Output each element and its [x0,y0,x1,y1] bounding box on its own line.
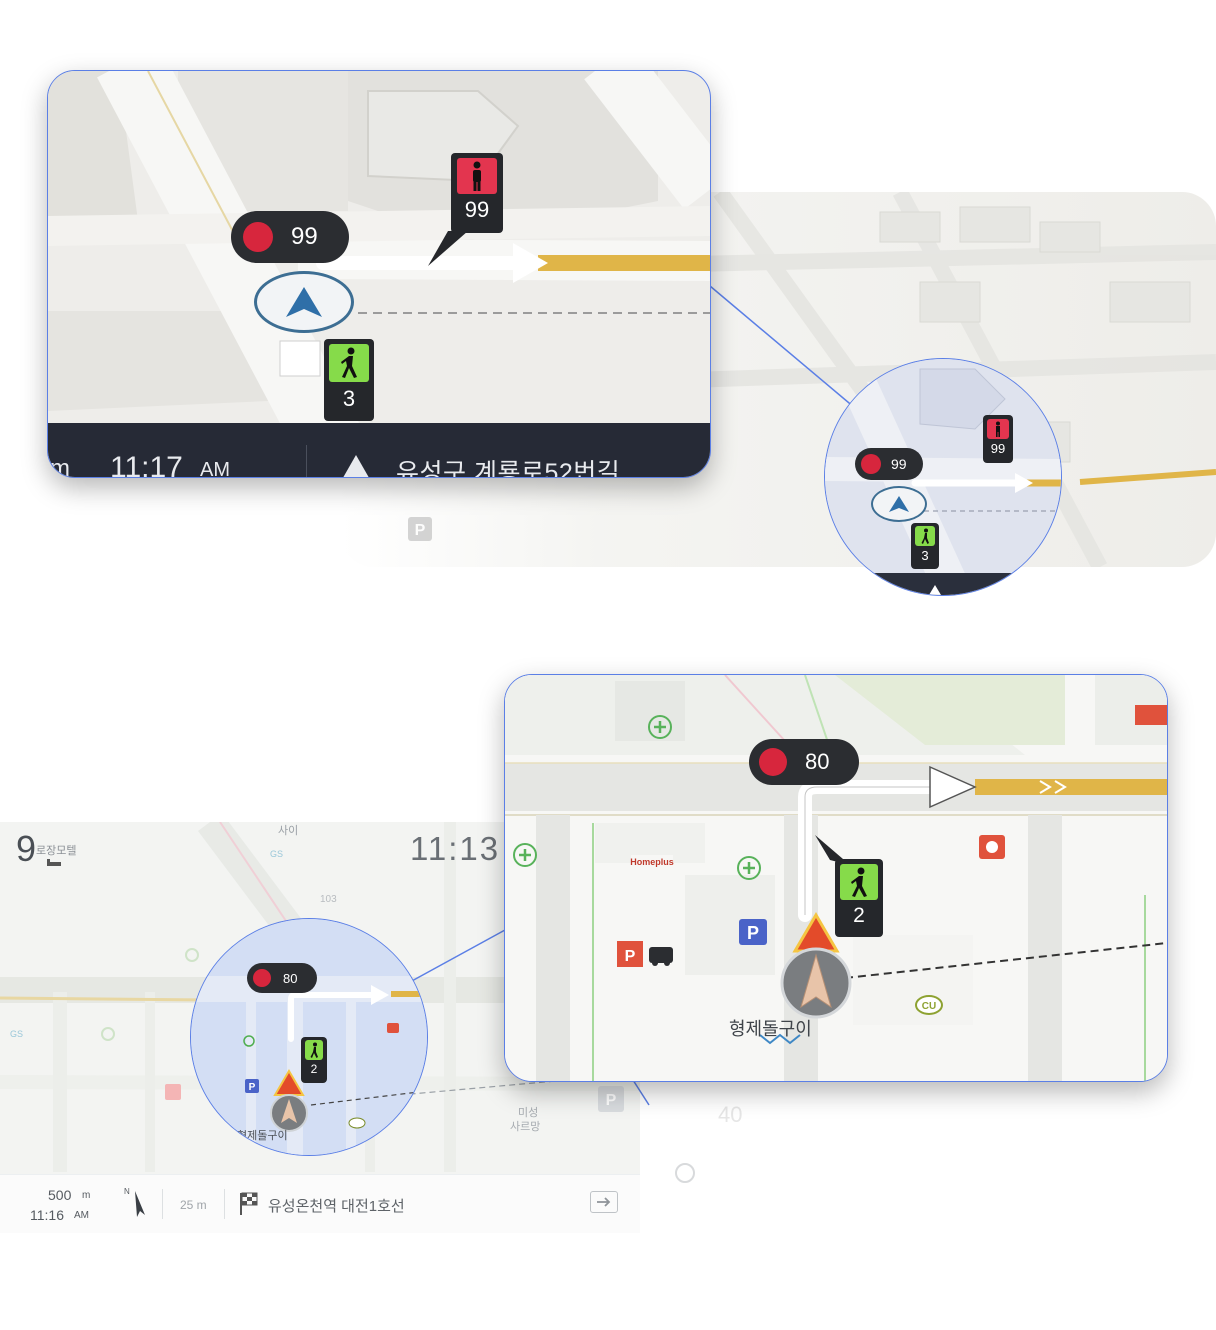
top-circle-map-svg [825,359,1061,595]
svg-text:P: P [625,948,636,965]
exit-route-button[interactable] [590,1191,618,1213]
person-walking-icon [341,347,357,378]
cu-store-icon: CU [915,995,943,1015]
poi-miseong: 미성 [518,1107,539,1119]
circle-signal-countdown: 80 [283,970,298,986]
poi-name: 형제돌구이 [729,1019,812,1039]
navigation-arrow-icon [889,496,909,512]
arrival-time: 11:17 [110,451,183,478]
svg-text:GS: GS [10,1029,23,1039]
pedestrian-signal-green: 3 [324,339,374,421]
footer-ampm: AM [74,1210,89,1221]
lane-number: 9 [16,828,37,869]
circle-pedestrian-signal-green: 2 [301,1037,327,1083]
circle-ped-countdown: 3 [921,548,929,563]
circle-poi-name: 형제돌구이 [237,1130,288,1142]
traffic-signal-badge: 80 [749,739,859,785]
top-map-svg [48,71,710,477]
pedestrian-signal-countdown: 99 [464,197,490,222]
status-bar: m 11:17 AM 유성구 계룡로52번길 [48,423,710,478]
traffic-signal-badge: 99 [231,211,349,263]
traffic-signal-countdown: 80 [805,749,830,774]
navigation-arrow-icon [286,287,322,317]
red-light-icon [759,748,787,776]
red-light-icon [253,969,271,987]
bottom-circle-inset: P 80 2 형제돌구이 [190,918,428,1156]
parking-icon: P [739,919,767,945]
circle-traffic-signal: 99 [855,448,923,480]
pedestrian-signal-countdown: 2 [853,904,865,927]
poi-num-40: 40 [718,1102,743,1127]
circle-ped-countdown: 2 [310,1062,318,1076]
circle-position-marker [871,486,927,522]
person-walking-icon [921,528,929,544]
status-divider [306,445,307,477]
header-time: 11:13 [410,830,501,867]
circle-signal-countdown: 99 [891,456,907,472]
vehicle-position-icon [780,912,852,1019]
footer-divider [224,1189,225,1219]
top-circle-inset: 99 99 3 [824,358,1062,596]
svg-text:P: P [415,522,426,539]
poi-motel: 로장모텔 [36,845,77,857]
footer-distance: 500 [48,1187,72,1203]
pedestrian-signal-red: 99 [451,153,503,233]
footer-time: 11:16 [30,1207,64,1223]
poi-sareumang: 사르망 [510,1121,541,1133]
next-turn-arrow-icon [343,455,369,477]
person-walking-icon [310,1042,318,1058]
svg-text:P: P [249,1082,256,1093]
checkered-flag-icon [240,1192,258,1215]
svg-text:GS: GS [270,849,283,859]
svg-text:Homeplus: Homeplus [630,857,674,867]
pharmacy-icon [648,715,672,739]
faded-parking-icon [598,1086,624,1112]
circle-traffic-signal: 80 [247,963,317,993]
pharmacy-icon [101,1027,115,1041]
faded-parking-icon [408,517,432,541]
person-walking-icon [851,867,867,897]
segment-distance: 25 m [180,1198,207,1212]
north-label: N [124,1187,130,1196]
bottom-zoom-card: P P CU Homeplus 80 2 형제돌구이 [504,674,1168,1082]
street-name: 유성구 계룡로52번길 [396,459,621,478]
red-light-icon [243,222,273,252]
brand-logo-icon [979,835,1005,859]
person-standing-icon [473,161,481,191]
pharmacy-icon [243,1035,255,1047]
pedestrian-signal-countdown: 3 [342,386,356,411]
svg-text:P: P [747,923,759,943]
red-light-icon [861,454,881,474]
svg-text:CU: CU [922,1001,936,1012]
circle-ped-countdown: 99 [990,441,1006,456]
arrival-ampm: AM [200,459,230,478]
top-zoom-card: 99 99 3 m 11:17 AM 유성구 계룡로52번길 [47,70,711,478]
vehicle-position-icon [270,1069,308,1132]
distance-unit: m [50,455,70,478]
traffic-signal-countdown: 99 [291,223,318,250]
pharmacy-icon [513,843,537,867]
compass-icon [675,1163,695,1183]
destination-name: 유성온천역 대전1호선 [268,1198,405,1215]
footer-divider [162,1189,163,1219]
poi-num-103: 103 [320,894,337,905]
pedestrian-signal-green: 2 [835,859,883,937]
pharmacy-icon [737,856,761,880]
svg-text:P: P [606,1092,617,1109]
parking-icon [245,1079,259,1093]
person-standing-icon [996,421,1000,437]
poi-sai: 사이 [278,825,299,837]
direction-arrow-icon [135,1191,145,1217]
footer-distance-unit: m [82,1190,91,1201]
circle-pedestrian-signal-red: 99 [983,415,1013,463]
car-wash-icon [649,947,673,966]
current-position-marker [254,271,354,333]
hotel-bed-icon [47,859,61,866]
bottom-footer: 500 m 11:16 AM N 25 m 유성온천역 대전1호선 [0,1174,640,1233]
brand-logo-icon: P [617,941,643,967]
circle-pedestrian-signal-green: 3 [911,523,939,569]
exit-icon [597,1197,611,1207]
